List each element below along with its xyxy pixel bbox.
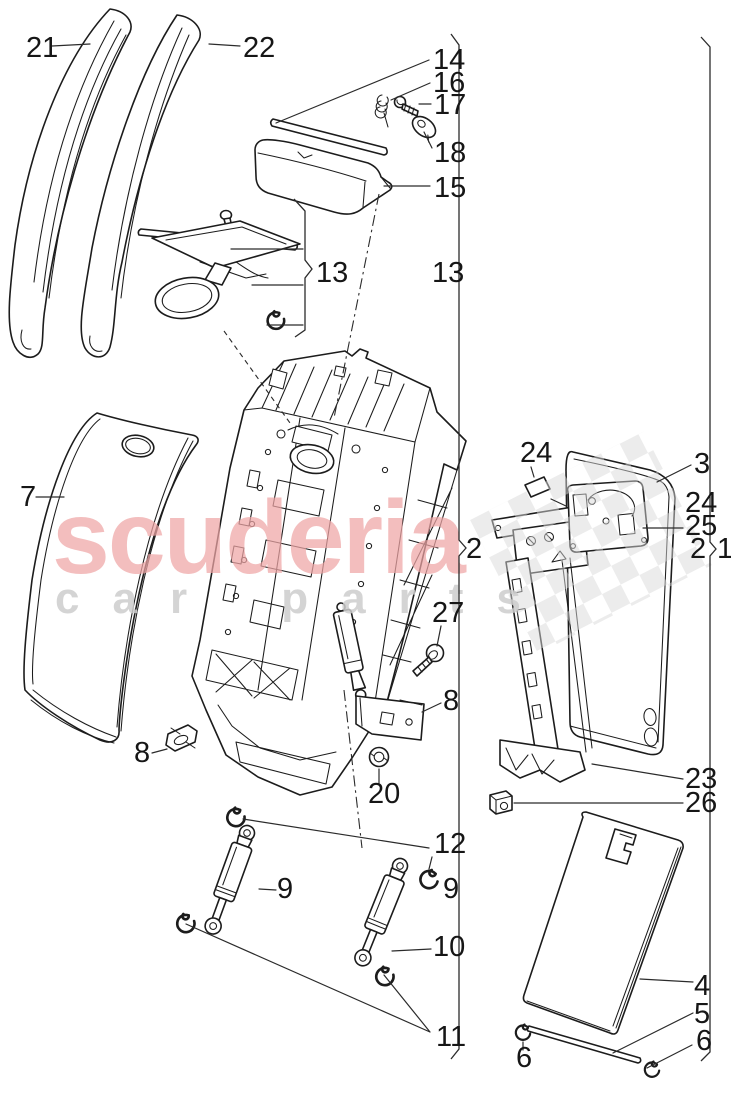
- part-22-trim-strip: [80, 14, 201, 358]
- watermark-brand: scuderia: [52, 480, 467, 596]
- callout-7: 7: [20, 481, 36, 513]
- callout-lines: [35, 33, 717, 1069]
- callout-5: 5: [694, 998, 710, 1030]
- callout-10: 10: [433, 931, 465, 963]
- callout-27: 27: [432, 597, 464, 629]
- callout-26: 26: [685, 787, 717, 819]
- callout-21: 21: [26, 32, 58, 64]
- part-20-nut: [368, 746, 390, 768]
- part-9-strut: [199, 821, 261, 938]
- part-15-handle: [254, 138, 393, 215]
- callout-2-right: 2: [690, 533, 706, 565]
- artwork: [8, 8, 684, 1079]
- watermark: scuderia car parts: [52, 431, 712, 654]
- part-12-eclip-right: [417, 867, 441, 891]
- callout-20: 20: [368, 778, 400, 810]
- callout-9-right: 9: [443, 873, 459, 905]
- part-4-lid-panel: [522, 811, 684, 1035]
- part-13-lock-assembly: [137, 209, 301, 332]
- callout-24-right: 24: [685, 487, 717, 519]
- part-26-block: [489, 790, 513, 815]
- callout-24-left: 24: [520, 437, 552, 469]
- part-14-rod: [269, 118, 388, 156]
- callout-14: 14: [433, 44, 465, 76]
- part-8-clip-left: [165, 724, 198, 752]
- callout-9-left: 9: [277, 873, 293, 905]
- part-17-screw: [393, 95, 419, 117]
- callout-1: 1: [717, 533, 731, 565]
- part-10-strut: [349, 854, 414, 970]
- callout-6-right: 6: [696, 1025, 712, 1057]
- installed-strut: [332, 602, 367, 701]
- part-18-latch-plate: [411, 115, 437, 143]
- callout-25: 25: [685, 510, 717, 542]
- checkered-flag: [470, 431, 712, 654]
- callout-11: 11: [436, 1021, 466, 1053]
- part-12-eclip: [224, 805, 248, 829]
- callout-8-right: 8: [443, 685, 459, 717]
- part-2-glovebox-frame: [191, 348, 467, 796]
- callout-15: 15: [434, 172, 466, 204]
- part-5-rod: [526, 1025, 642, 1064]
- watermark-subtitle: car parts: [55, 574, 554, 623]
- part-16-spring: [374, 94, 389, 128]
- callout-4: 4: [694, 970, 710, 1002]
- callout-6-left: 6: [516, 1042, 532, 1074]
- callout-16: 16: [433, 67, 465, 99]
- part-27-screw: [412, 643, 445, 677]
- callout-22: 22: [243, 32, 275, 64]
- callout-13-group: 13: [316, 257, 348, 289]
- callout-13-line: 13: [432, 257, 464, 289]
- part-11-eclip-left: [173, 910, 199, 936]
- part-7-door: [23, 412, 199, 744]
- callout-12: 12: [434, 828, 466, 860]
- callout-18: 18: [434, 137, 466, 169]
- part-8-bracket-right: [355, 695, 425, 741]
- callout-8-left: 8: [134, 737, 150, 769]
- callout-2-left: 2: [466, 533, 482, 565]
- callout-17: 17: [434, 89, 466, 121]
- callout-3: 3: [694, 448, 710, 480]
- part-21-trim-strip: [8, 8, 132, 358]
- part-6-clip-right: [643, 1059, 662, 1079]
- callout-23: 23: [685, 763, 717, 795]
- callout-labels: 21 22 14 16 17 18 15 13 13 7 2 3 24 24 2…: [20, 32, 731, 1074]
